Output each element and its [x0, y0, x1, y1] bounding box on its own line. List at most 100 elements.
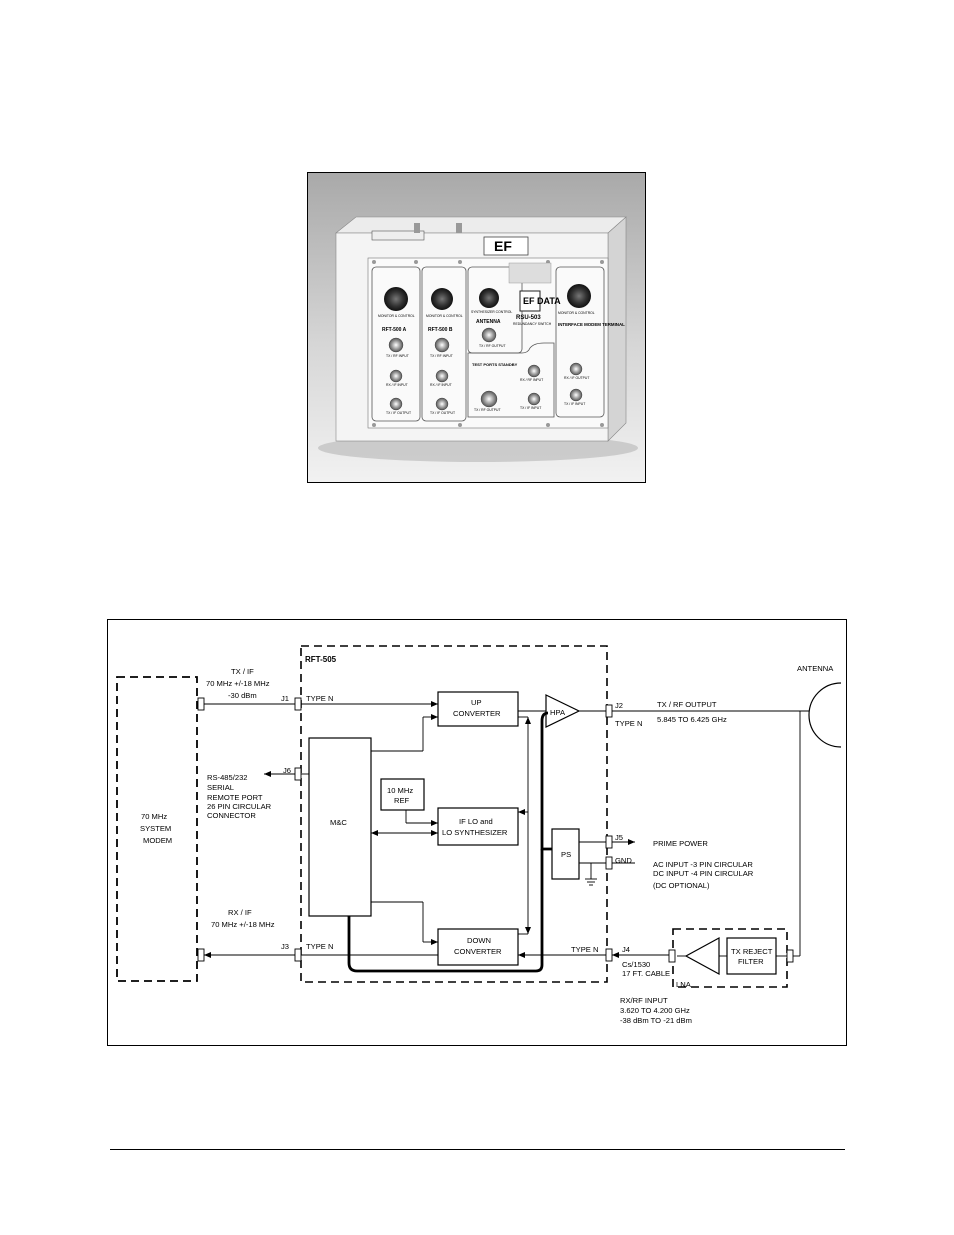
lna-input-jack	[668, 949, 676, 963]
lna-label: LNA	[676, 980, 692, 989]
rx-if-label-2: 70 MHz +/-18 MHz	[211, 920, 275, 929]
photo-brand: EF DATA	[523, 296, 561, 306]
j2-label: J2	[615, 701, 623, 710]
rx-if-label-1: RX / IF	[228, 908, 252, 917]
j4-jack	[605, 948, 613, 962]
ac-input-label: AC INPUT -3 PIN CIRCULAR	[653, 860, 753, 869]
panel-a-port-2: RX / IF INPUT	[386, 383, 408, 387]
down-converter-label-2: CONVERTER	[454, 947, 502, 956]
mc-label: M&C	[330, 818, 347, 827]
tx-rf-output-freq: 5.845 TO 6.425 GHz	[657, 715, 727, 724]
j6-label: J6	[283, 766, 291, 775]
panel-interface-title: INTERFACE MODEM TERMINAL	[558, 322, 625, 327]
photo-model: RSU-503	[516, 315, 541, 321]
cable-label-2: 17 FT. CABLE	[622, 969, 670, 978]
rft-505-box	[300, 645, 608, 983]
rx-rf-input-label-2: 3.620 TO 4.200 GHz	[620, 1006, 690, 1015]
photo-model-sub: REDUNDANCY SWITCH	[513, 322, 552, 326]
j2-type-n: TYPE N	[615, 719, 642, 728]
j5-jack	[605, 835, 613, 849]
panel-antenna-connector: SYNTHESIZER CONTROL	[471, 310, 512, 314]
up-converter-block	[437, 691, 519, 727]
test-port-label-1: RX / RF INPUT	[520, 378, 543, 382]
down-converter-label-1: DOWN	[467, 936, 491, 945]
rsu-503-photo-drawing: EF	[308, 173, 645, 482]
synth-label-2: LO SYNTHESIZER	[442, 828, 508, 837]
test-port-label-3: TX / IF INPUT	[520, 406, 541, 410]
modem-label-1: 70 MHz	[141, 812, 167, 821]
panel-b-port-1: TX / RF INPUT	[430, 354, 453, 358]
synth-label-1: IF LO and	[459, 817, 493, 826]
photo-test-ports: TEST PORTS STANDBY	[472, 362, 518, 367]
tx-if-label-1: TX / IF	[231, 667, 254, 676]
panel-a-title: RFT-500 A	[382, 327, 407, 333]
antenna-label: ANTENNA	[797, 664, 834, 673]
rs485-label-1: RS-485/232	[207, 773, 248, 782]
ref-label-1: 10 MHz	[387, 786, 413, 795]
rft-505-block-diagram: RFT-505 70 MHz SYSTEM MODEM TX / IF 70 M…	[107, 619, 847, 1046]
dc-optional-label: (DC OPTIONAL)	[653, 881, 710, 890]
antenna-dish	[808, 682, 842, 748]
tx-reject-label-1: TX REJECT	[731, 947, 773, 956]
block-diagram-svg: RFT-505 70 MHz SYSTEM MODEM TX / IF 70 M…	[116, 645, 842, 1025]
modem-box	[116, 676, 198, 982]
j3-jack	[294, 948, 302, 962]
panel-a-connector: MONITOR & CONTROL	[378, 314, 415, 318]
panel-interface-port-1: RX / IF OUTPUT	[564, 376, 589, 380]
dc-input-label: DC INPUT -4 PIN CIRCULAR	[653, 869, 754, 878]
j3-label: J3	[281, 942, 289, 951]
rx-rf-input-label-1: RX/RF INPUT	[620, 996, 668, 1005]
modem-tx-jack	[197, 697, 205, 711]
synth-block	[437, 807, 519, 846]
j3-type-n: TYPE N	[306, 942, 333, 951]
filter-output-jack	[786, 949, 794, 963]
rx-rf-input-label-3: -38 dBm TO -21 dBm	[620, 1016, 692, 1025]
svg-text:EF: EF	[494, 238, 512, 254]
panel-a-port-1: TX / RF INPUT	[386, 354, 409, 358]
footer-rule	[110, 1149, 845, 1150]
ps-block	[551, 828, 580, 880]
rs485-label-5: CONNECTOR	[207, 811, 256, 820]
tx-reject-block	[726, 937, 777, 975]
ref-label-2: REF	[394, 796, 410, 805]
up-converter-label-1: UP	[471, 698, 482, 707]
rs485-label-2: SERIAL	[207, 783, 234, 792]
j1-jack	[294, 697, 302, 711]
hpa-label: HPA	[550, 708, 566, 717]
j6-jack	[294, 767, 302, 781]
down-converter-block	[437, 928, 519, 966]
gnd-jack	[605, 856, 613, 870]
panel-interface-port-2: TX / IF INPUT	[564, 402, 585, 406]
panel-interface-connector: MONITOR & CONTROL	[558, 311, 595, 315]
ref-block	[380, 778, 425, 811]
up-converter-label-2: CONVERTER	[453, 709, 501, 718]
j4-label: J4	[622, 945, 630, 954]
j1-label: J1	[281, 694, 289, 703]
panel-b-port-2: RX / IF INPUT	[430, 383, 452, 387]
tx-if-label-3: -30 dBm	[228, 691, 257, 700]
gnd-label: GND	[615, 856, 632, 865]
j5-label: J5	[615, 833, 623, 842]
rs485-label-4: 26 PIN CIRCULAR	[207, 802, 272, 811]
lna-triangle	[684, 936, 720, 976]
mc-block	[308, 737, 372, 917]
j1-type-n: TYPE N	[306, 694, 333, 703]
cable-label-1: Cs/1530	[622, 960, 650, 969]
tx-if-label-2: 70 MHz +/-18 MHz	[206, 679, 270, 688]
modem-label-3: MODEM	[143, 836, 172, 845]
j4-type-n: TYPE N	[571, 945, 598, 954]
rsu-503-photo: EF	[307, 172, 646, 483]
panel-b-connector: MONITOR & CONTROL	[426, 314, 463, 318]
tx-rf-output-label: TX / RF OUTPUT	[657, 700, 717, 709]
tx-reject-label-2: FILTER	[738, 957, 764, 966]
modem-label-2: SYSTEM	[140, 824, 171, 833]
rft-505-title: RFT-505	[305, 655, 337, 664]
panel-b-port-3: TX / IF OUTPUT	[430, 411, 455, 415]
ps-label: PS	[561, 850, 571, 859]
rs485-label-3: REMOTE PORT	[207, 793, 263, 802]
j2-jack	[605, 704, 613, 718]
panel-b-title: RFT-500 B	[428, 327, 453, 333]
modem-rx-jack	[197, 948, 205, 962]
panel-antenna-port: TX / RF OUTPUT	[479, 344, 506, 348]
panel-a-port-3: TX / IF OUTPUT	[386, 411, 411, 415]
